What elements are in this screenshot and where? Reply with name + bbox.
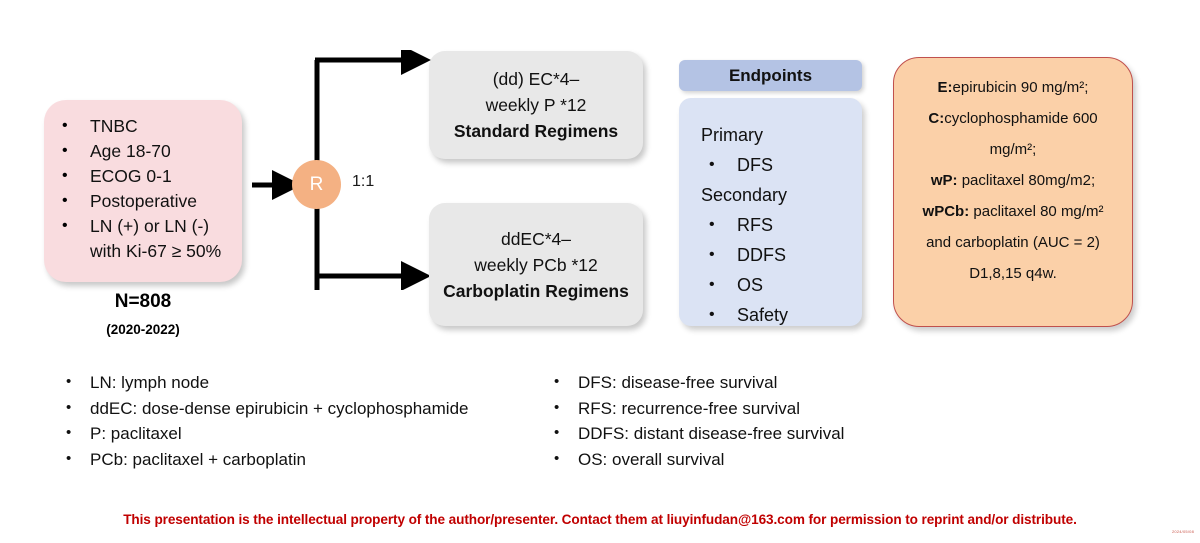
list-item: RFS [701,210,854,240]
arm-name: Carboplatin Regimens [443,280,629,301]
arm-regimen-line2: weekly PCb *12 [474,254,598,275]
list-item: Postoperative [48,188,232,214]
arm-regimen-line2: weekly P *12 [485,95,587,115]
dosing-details-box: E:epirubicin 90 mg/m²; C:cyclophosphamid… [893,57,1133,327]
list-item: TNBC [48,113,232,139]
secondary-endpoints-list: RFS DDFS OS Safety [701,210,854,330]
list-item: ECOG 0-1 [48,163,232,189]
endpoints-box: Primary DFS Secondary RFS DDFS OS Safety [679,98,862,330]
arm-name: Standard Regimens [453,121,619,141]
list-item: RFS: recurrence-free survival [540,395,960,422]
dosing-line: wP: paclitaxel 80mg/m2; [904,165,1122,196]
abbreviation-legend-left: LN: lymph node ddEC: dose-dense epirubic… [52,369,552,473]
legend-list: DFS: disease-free survival RFS: recurren… [540,369,960,473]
list-item: OS: overall survival [540,446,960,473]
dosing-line: D1,8,15 q4w. [904,258,1122,289]
dosing-line: C:cyclophosphamide 600 [904,103,1122,134]
dosing-line: mg/m²; [904,134,1122,165]
randomization-arrows [252,50,431,290]
eligibility-criteria-box: TNBC Age 18-70 ECOG 0-1 Postoperative LN… [44,100,242,282]
dosing-text: epirubicin 90 mg/m²; [952,79,1089,96]
list-item: DDFS: distant disease-free survival [540,420,960,447]
randomization-node-label: R [309,173,324,195]
list-item: Age 18-70 [48,138,232,164]
list-item: DDFS [701,240,854,270]
legend-list: LN: lymph node ddEC: dose-dense epirubic… [52,369,552,473]
list-item: DFS [701,150,854,180]
footer-watermark: 2024/05/08 [1171,529,1194,534]
treatment-arm-standard: (dd) EC*4– weekly P *12 Standard Regimen… [429,51,643,159]
dosing-line: E:epirubicin 90 mg/m²; [904,72,1122,103]
enrollment-period-label: (2020-2022) [106,322,180,337]
list-item: PCb: paclitaxel + carboplatin [52,446,552,473]
list-item: LN (+) or LN (-) with Ki-67 ≥ 50% [48,213,232,264]
dosing-abbr: wP: [930,172,958,189]
arm-regimen-line1: ddEC*4– [500,228,572,249]
dosing-text: mg/m²; [989,141,1037,158]
list-item: OS [701,270,854,300]
randomization-node: R [292,160,341,209]
dosing-abbr: E: [937,79,953,96]
enrollment-total-label: N=808 [114,291,172,312]
dosing-line: and carboplatin (AUC = 2) [904,227,1122,258]
copyright-footer: This presentation is the intellectual pr… [123,512,1077,527]
primary-endpoints-title: Primary [701,125,763,145]
endpoints-header-label: Endpoints [728,65,813,85]
dosing-text: paclitaxel 80mg/m2; [957,172,1096,189]
primary-endpoints-list: DFS [701,150,854,180]
dosing-text: paclitaxel 80 mg/m² [969,203,1104,220]
dosing-text: and carboplatin (AUC = 2) [926,234,1100,251]
eligibility-criteria-list: TNBC Age 18-70 ECOG 0-1 Postoperative LN… [48,113,232,264]
list-item: LN: lymph node [52,369,552,396]
dosing-text: cyclophosphamide 600 [944,110,1098,127]
dosing-line: wPCb: paclitaxel 80 mg/m² [904,196,1122,227]
abbreviation-legend-right: DFS: disease-free survival RFS: recurren… [540,369,960,473]
list-item: DFS: disease-free survival [540,369,960,396]
list-item: ddEC: dose-dense epirubicin + cyclophosp… [52,395,552,422]
arm-regimen-line1: (dd) EC*4– [492,69,580,89]
endpoints-header: Endpoints [679,60,862,91]
dosing-abbr: wPCb: [922,203,970,220]
allocation-ratio-label: 1:1 [352,173,375,190]
dosing-text: D1,8,15 q4w. [969,265,1057,282]
treatment-arm-carboplatin: ddEC*4– weekly PCb *12 Carboplatin Regim… [429,203,643,326]
secondary-endpoints-title: Secondary [701,185,788,205]
dosing-abbr: C: [928,110,945,127]
list-item: Safety [701,300,854,330]
list-item: P: paclitaxel [52,420,552,447]
